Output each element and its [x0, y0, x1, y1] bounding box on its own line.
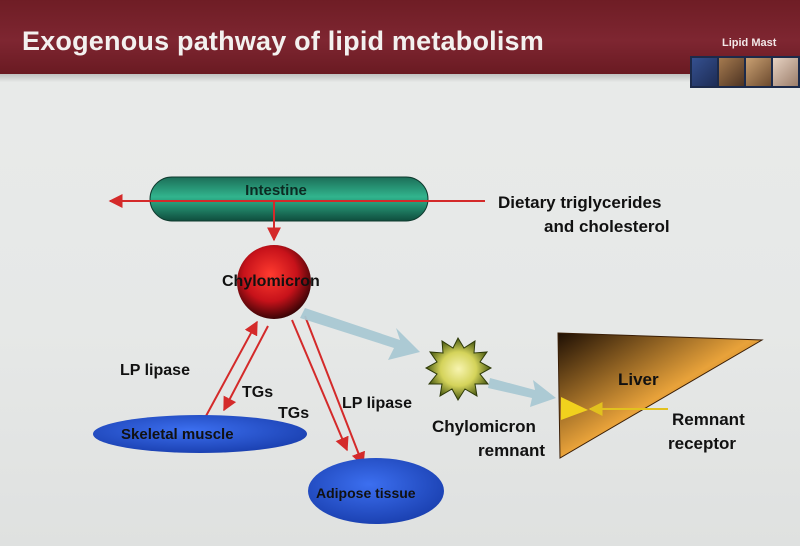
tgs-to-adipose-arrow [291, 319, 349, 452]
receptor-label-line1: Remnant [672, 410, 745, 429]
flow-arrow-to-liver [488, 378, 556, 407]
chylomicron-label: Chylomicron [222, 273, 320, 290]
tgs-label-2: TGs [278, 405, 310, 422]
intestine-label: Intestine [245, 182, 307, 199]
lp-lipase-label-right: LP lipase [342, 395, 412, 412]
thumbnail-image [692, 58, 717, 86]
tgs-to-muscle-arrow [223, 325, 269, 412]
thumbnail-image [773, 58, 798, 86]
lipase-to-adipose-arrow [304, 315, 365, 467]
liver-label: Liver [618, 370, 659, 389]
thumbnail-image [719, 58, 744, 86]
slide-title: Exogenous pathway of lipid metabolism [22, 26, 544, 56]
adipose-tissue-label: Adipose tissue [316, 485, 416, 501]
chylomicron-particle [237, 245, 311, 319]
remnant-label-line2: remnant [478, 441, 546, 460]
header-divider [0, 74, 800, 82]
adipose-tissue-shape [308, 458, 444, 524]
skeletal-muscle-shape [93, 415, 307, 453]
flow-arrow-to-remnant [300, 308, 420, 360]
remnant-receptor-marker [561, 397, 588, 420]
dietary-label-line1: Dietary triglycerides [498, 193, 662, 212]
remnant-label-line1: Chylomicron [432, 417, 536, 436]
tgs-label-1: TGs [242, 384, 274, 401]
liver-shape [557, 332, 764, 459]
title-bar: Exogenous pathway of lipid metabolism Li… [0, 0, 800, 74]
intestine-shape [149, 176, 429, 222]
skeletal-muscle-label: Skeletal muscle [121, 426, 234, 443]
thumbnail-image [746, 58, 771, 86]
brand-label: Lipid Mast [722, 37, 777, 49]
logo-thumbnails [690, 56, 800, 88]
chylomicron-remnant-particle [424, 336, 493, 401]
muscle-uptake-arrow [205, 320, 258, 417]
lp-lipase-label-left: LP lipase [120, 362, 190, 379]
receptor-label-line2: receptor [668, 434, 737, 453]
dietary-label-line2: and cholesterol [544, 217, 670, 236]
